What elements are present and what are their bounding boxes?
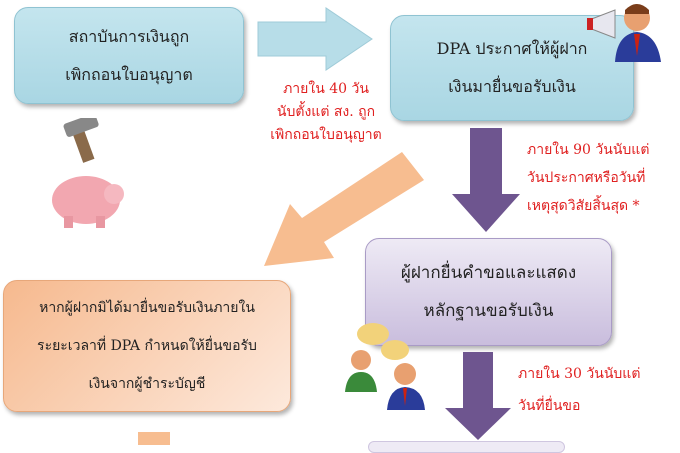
note-30-days: ภายใน 30 วันนับแต่ วันที่ยื่นขอ	[518, 358, 640, 422]
box-text: DPA ประกาศให้ผู้ฝาก	[436, 39, 588, 58]
box-depositor-claim: ผู้ฝากยื่นคำขอและแสดง หลักฐานขอรับเงิน	[365, 238, 612, 346]
diagonal-arrow-orange	[264, 152, 424, 266]
box-text: ผู้ฝากยื่นคำขอและแสดง	[400, 263, 577, 283]
announcer-megaphone-icon	[587, 4, 661, 62]
down-arrow-orange-stub	[138, 432, 170, 445]
down-arrow-purple-2	[445, 352, 511, 440]
down-arrow-purple	[452, 128, 520, 232]
box-text: หากผู้ฝากมิได้มายื่นขอรับเงินภายใน	[39, 300, 255, 316]
box-bank-license-revoked: สถาบันการเงินถูก เพิกถอนใบอนุญาต	[14, 7, 244, 104]
note-text: วันที่ยื่นขอ	[518, 398, 581, 414]
note-text: เพิกถอนใบอนุญาต	[270, 127, 382, 143]
next-box-edge	[368, 441, 565, 453]
box-text: เงินจากผู้ชำระบัญชี	[88, 376, 206, 392]
note-90-days: ภายใน 90 วันนับแต่ วันประกาศหรือวันที่ เ…	[527, 136, 649, 220]
note-text: นับตั้งแต่ สง. ถูก	[276, 104, 376, 120]
box-text: เงินมายื่นขอรับเงิน	[448, 77, 576, 96]
note-40-days: ภายใน 40 วัน นับตั้งแต่ สง. ถูก เพิกถอนใ…	[262, 78, 390, 147]
note-text: ภายใน 40 วัน	[283, 81, 369, 97]
box-dpa-announce: DPA ประกาศให้ผู้ฝาก เงินมายื่นขอรับเงิน	[390, 15, 634, 121]
note-text: ภายใน 90 วันนับแต่	[527, 142, 650, 158]
box-unclaimed-deposit: หากผู้ฝากมิได้มายื่นขอรับเงินภายใน ระยะเ…	[3, 280, 291, 412]
people-talking-icon	[345, 323, 425, 410]
box-text: ระยะเวลาที่ DPA กำหนดให้ยื่นขอรับ	[37, 338, 257, 354]
right-arrow	[257, 7, 373, 71]
note-text: ภายใน 30 วันนับแต่	[518, 366, 641, 382]
box-text: เพิกถอนใบอนุญาต	[65, 64, 193, 84]
note-text: วันประกาศหรือวันที่	[527, 170, 646, 186]
note-text: เหตุสุดวิสัยสิ้นสุด *	[527, 198, 640, 214]
box-text: สถาบันการเงินถูก	[68, 26, 190, 46]
hammer-piggy-bank-icon	[52, 118, 124, 228]
box-text: หลักฐานขอรับเงิน	[423, 301, 554, 321]
